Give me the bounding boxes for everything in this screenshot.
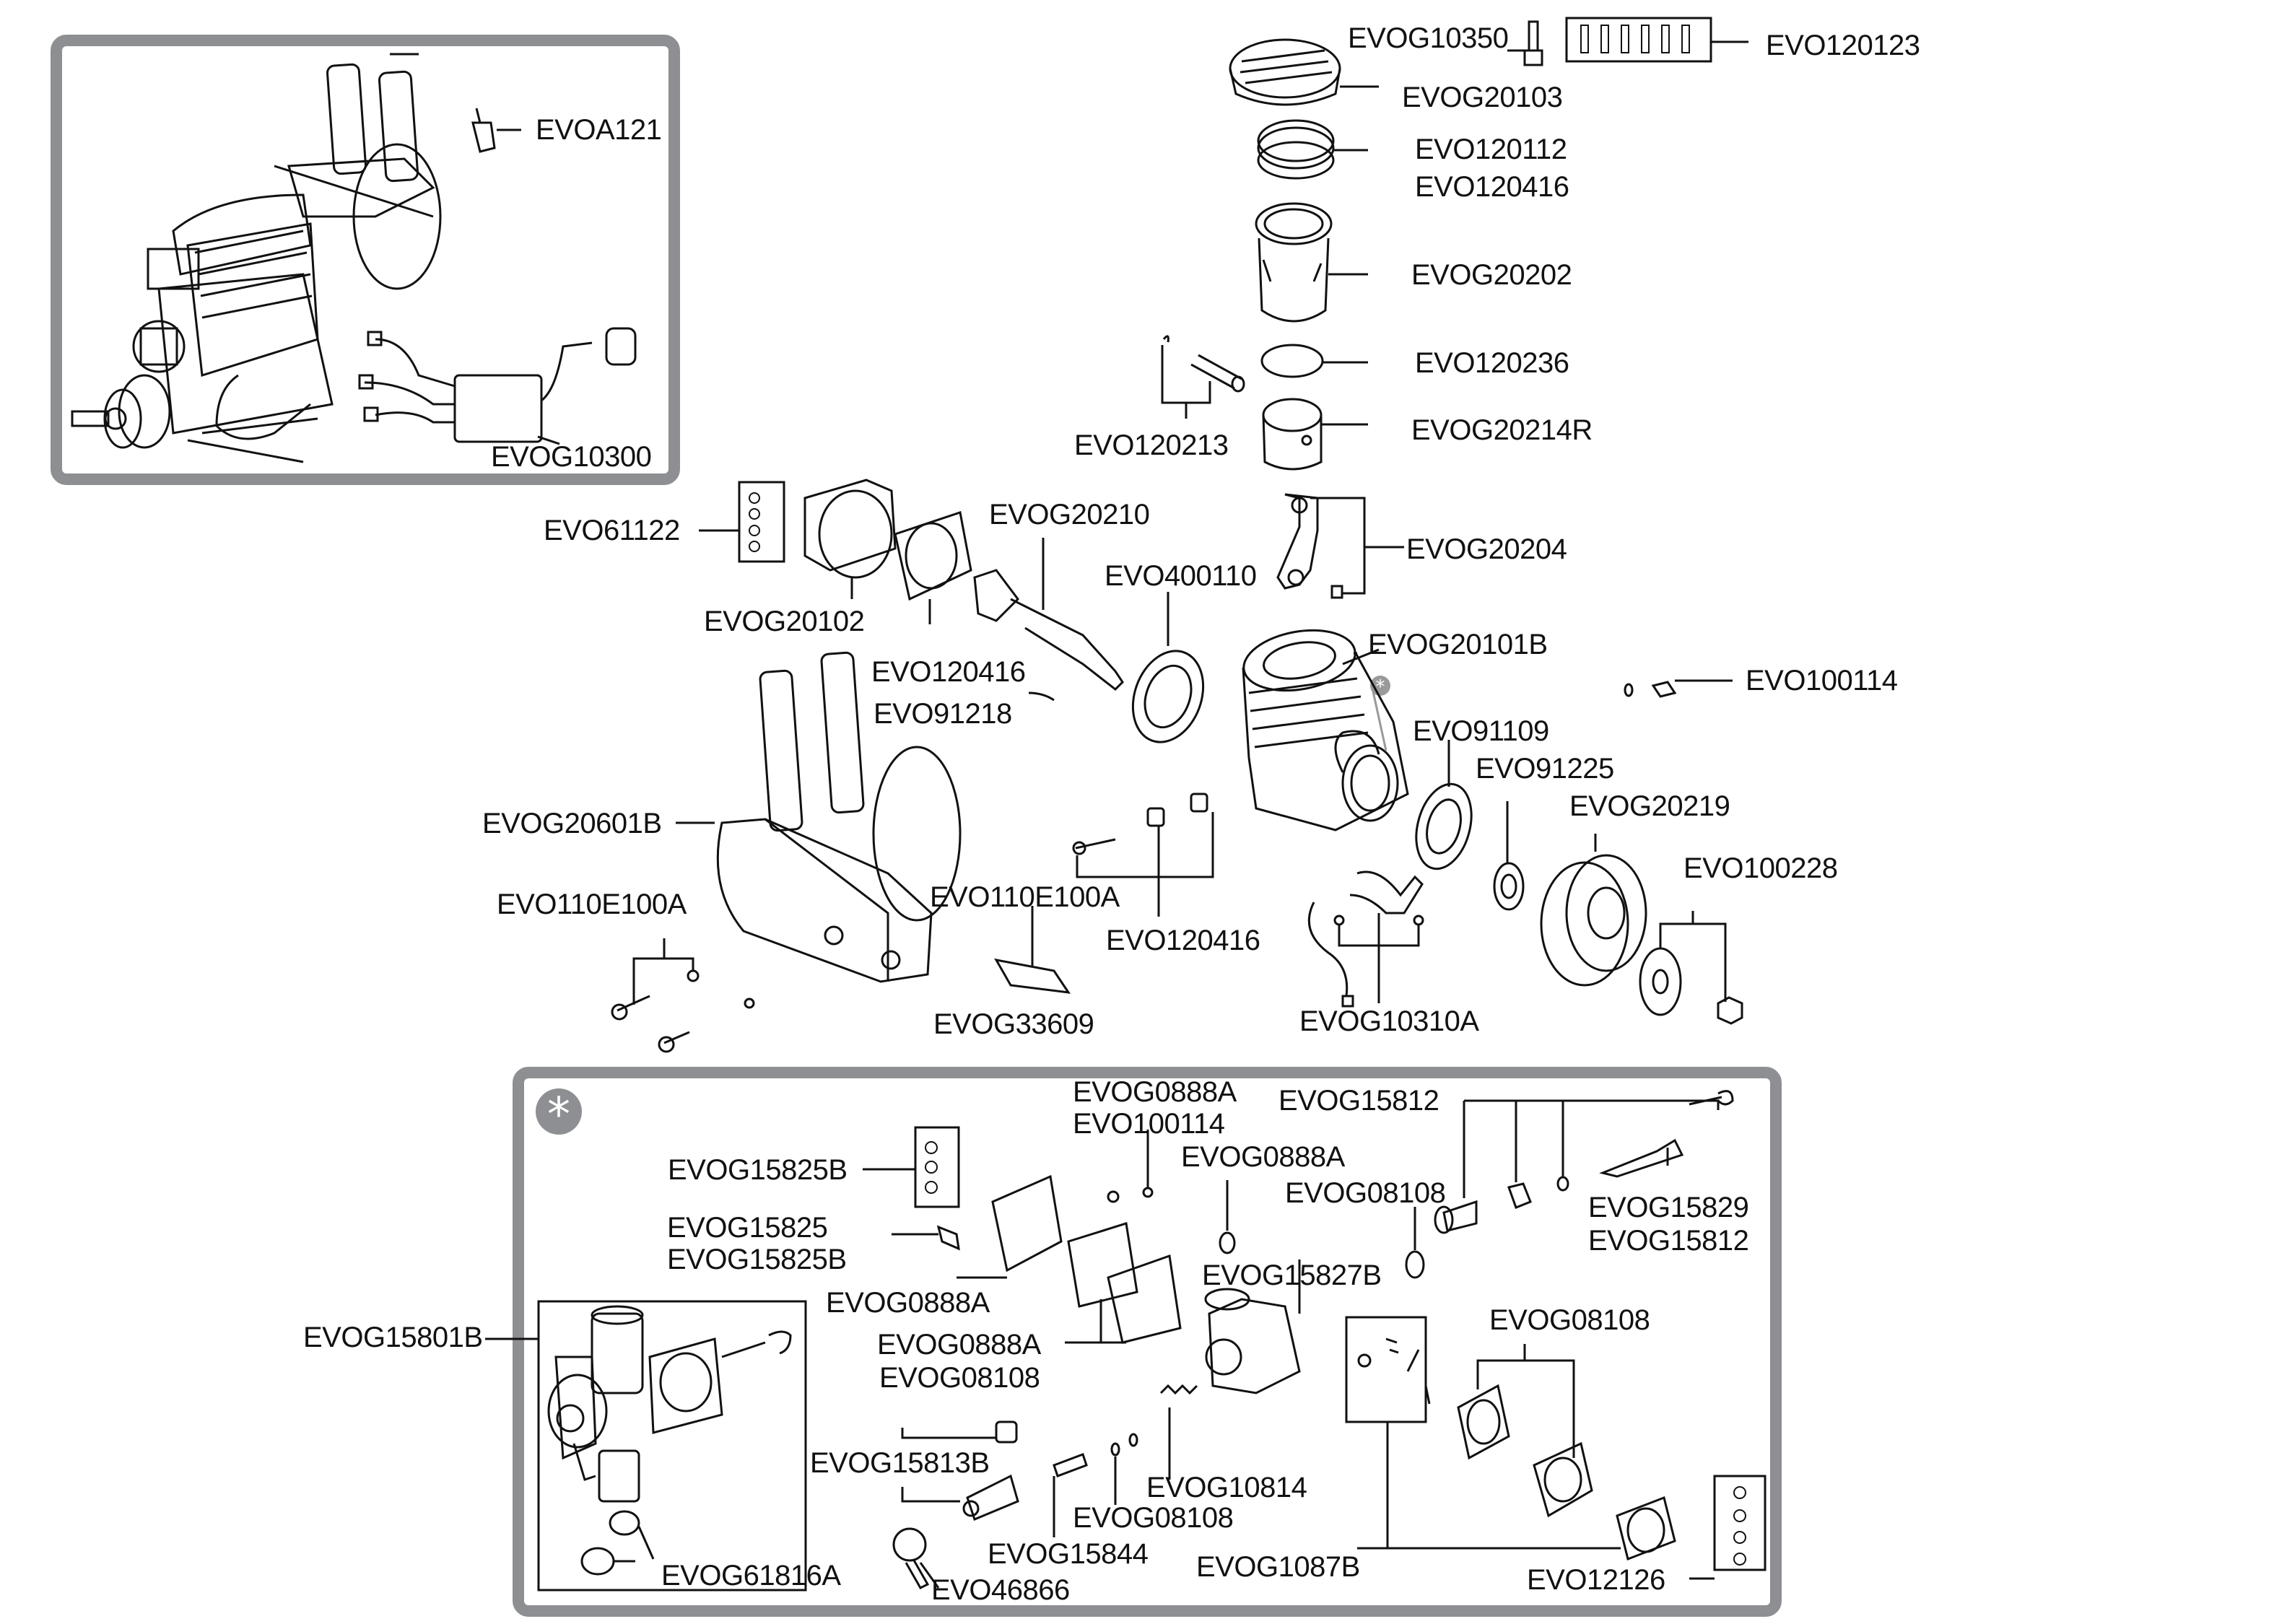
label-evog20210: EVOG20210: [989, 499, 1150, 531]
label-evog08108-diaphragm: EVOG08108: [1489, 1304, 1650, 1336]
label-evog15825b-fitting: EVOG15825B: [667, 1244, 847, 1275]
label-evo12126: EVO12126: [1527, 1564, 1665, 1596]
label-evog20101b: EVOG20101B: [1368, 629, 1548, 660]
label-evo120112: EVO120112: [1415, 134, 1567, 165]
label-evo120416-crank: EVO120416: [871, 656, 1026, 688]
muffler-drawing: [611, 651, 1071, 1053]
label-evo91109: EVO91109: [1413, 715, 1549, 747]
label-evog15812-top: EVOG15812: [1278, 1085, 1439, 1117]
assembled-engine-panel: [51, 35, 680, 485]
label-evo120416-head: EVO120416: [1415, 171, 1569, 203]
carburetor-drawing: [485, 1090, 1767, 1592]
label-evo400110: EVO400110: [1105, 560, 1257, 592]
label-evog1087b: EVOG1087B: [1196, 1551, 1360, 1583]
label-evo91225: EVO91225: [1476, 753, 1614, 785]
label-evo120236: EVO120236: [1415, 347, 1569, 379]
label-evog20103: EVOG20103: [1402, 82, 1563, 113]
label-evo120213: EVO120213: [1074, 429, 1229, 461]
label-evog15812-needle: EVOG15812: [1588, 1225, 1749, 1257]
label-evog08108-oring: EVOG08108: [1285, 1177, 1446, 1209]
label-evog20214r: EVOG20214R: [1411, 414, 1593, 446]
label-evog15827b: EVOG15827B: [1202, 1260, 1382, 1291]
label-evog10814: EVOG10814: [1146, 1472, 1307, 1503]
label-evog08108-washer: EVOG08108: [1073, 1502, 1234, 1534]
label-evo120123: EVO120123: [1766, 30, 1920, 61]
assembled-engine-drawing: [71, 63, 637, 463]
label-evog15825: EVOG15825: [667, 1212, 828, 1244]
label-evog10350: EVOG10350: [1348, 22, 1509, 54]
crankcase-parts-drawing: [699, 479, 1743, 1025]
label-evog33609: EVOG33609: [933, 1008, 1094, 1040]
label-evog15844: EVOG15844: [988, 1538, 1149, 1570]
label-evog15801b: EVOG15801B: [303, 1322, 483, 1353]
label-evog15829: EVOG15829: [1588, 1192, 1749, 1223]
label-evog20204: EVOG20204: [1406, 533, 1567, 565]
label-evoa121: EVOA121: [536, 114, 662, 146]
label-evog0888a-cover: EVOG0888A: [826, 1287, 990, 1319]
label-evo100228: EVO100228: [1683, 852, 1838, 884]
label-evog0888a-gasket: EVOG0888A: [877, 1329, 1041, 1361]
label-evog20219: EVOG20219: [1569, 790, 1730, 822]
label-evo91218: EVO91218: [874, 698, 1012, 730]
label-evo46866: EVO46866: [931, 1574, 1070, 1606]
label-evog0888a-top: EVOG0888A: [1073, 1076, 1237, 1108]
carburetor-detail-panel: [513, 1067, 1782, 1617]
label-evog20601b: EVOG20601B: [482, 808, 662, 839]
label-evog15825b-box: EVOG15825B: [668, 1154, 848, 1186]
label-evog10310a: EVOG10310A: [1299, 1005, 1479, 1037]
label-evo100114: EVO100114: [1746, 665, 1898, 697]
label-evog10300: EVOG10300: [491, 441, 652, 473]
label-evog15813b: EVOG15813B: [810, 1447, 990, 1479]
asterisk-badge-icon: *: [536, 1088, 582, 1142]
label-evog0888a-oring: EVOG0888A: [1181, 1141, 1345, 1173]
label-evo120416-inserts: EVO120416: [1106, 925, 1260, 956]
label-evog20202: EVOG20202: [1411, 259, 1572, 291]
label-evog61816a: EVOG61816A: [661, 1560, 841, 1592]
label-evo110e100a-case: EVO110E100A: [930, 881, 1120, 913]
label-evog08108-gasket: EVOG08108: [879, 1362, 1040, 1394]
label-evo110e100a-muffler: EVO110E100A: [497, 889, 687, 920]
cylinder-stack-drawing: [1161, 17, 1748, 599]
label-evo61122: EVO61122: [544, 515, 680, 546]
label-evo100114-carb: EVO100114: [1073, 1108, 1225, 1140]
label-evog20102: EVOG20102: [704, 606, 865, 637]
